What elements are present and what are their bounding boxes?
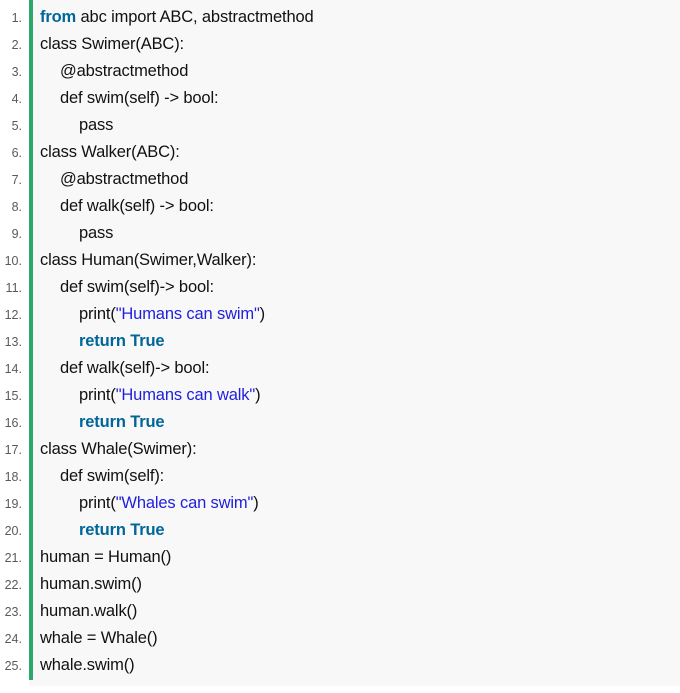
code-token: print( bbox=[79, 386, 116, 404]
keyword-token: return bbox=[79, 521, 126, 539]
code-token: pass bbox=[79, 116, 114, 134]
code-text[interactable]: whale = Whale() bbox=[40, 625, 158, 652]
code-text[interactable]: print("Humans can swim") bbox=[40, 301, 265, 328]
code-token: ) bbox=[259, 305, 266, 323]
string-token: "Humans can walk" bbox=[115, 386, 256, 404]
code-token: abc import ABC, abstractmethod bbox=[76, 8, 314, 26]
string-token: "Humans can swim" bbox=[115, 305, 260, 323]
code-text[interactable]: pass bbox=[40, 112, 113, 139]
code-text[interactable]: def swim(self) -> bool: bbox=[40, 85, 219, 112]
code-token: class Swimer(ABC): bbox=[40, 35, 184, 53]
code-token: @abstractmethod bbox=[60, 170, 189, 188]
code-token: ) bbox=[253, 494, 259, 512]
line-number: 19. bbox=[4, 497, 22, 511]
code-token: whale = Whale() bbox=[40, 629, 158, 647]
code-token: print( bbox=[79, 305, 116, 323]
code-token: def swim(self)-> bool: bbox=[60, 278, 214, 296]
line-number: 4. bbox=[11, 92, 22, 106]
code-text[interactable]: return True bbox=[40, 328, 165, 355]
line-number: 2. bbox=[11, 38, 22, 52]
line-number-gutter bbox=[0, 0, 29, 693]
code-token: class Whale(Swimer): bbox=[40, 440, 197, 458]
line-number: 8. bbox=[11, 200, 22, 214]
code-token: def swim(self) -> bool: bbox=[60, 89, 219, 107]
line-number: 21. bbox=[4, 551, 22, 565]
line-number: 18. bbox=[4, 470, 22, 484]
code-text[interactable]: return True bbox=[40, 409, 165, 436]
code-token: class Human(Swimer,Walker): bbox=[40, 251, 257, 269]
code-text[interactable]: from abc import ABC, abstractmethod bbox=[40, 4, 314, 31]
keyword-token: True bbox=[130, 521, 165, 539]
code-text[interactable]: class Whale(Swimer): bbox=[40, 436, 197, 463]
line-number: 14. bbox=[4, 362, 22, 376]
code-text[interactable]: @abstractmethod bbox=[40, 166, 188, 193]
code-token: class Walker(ABC): bbox=[40, 143, 180, 161]
code-token: def swim(self): bbox=[60, 467, 165, 485]
keyword-token: True bbox=[130, 332, 165, 350]
code-token: def walk(self) -> bool: bbox=[60, 197, 214, 215]
code-text[interactable]: def walk(self)-> bool: bbox=[40, 355, 210, 382]
line-number: 5. bbox=[11, 119, 22, 133]
code-text[interactable]: whale.swim() bbox=[40, 652, 135, 679]
line-number: 13. bbox=[4, 335, 22, 349]
code-text[interactable]: def swim(self)-> bool: bbox=[40, 274, 214, 301]
code-token: def walk(self)-> bool: bbox=[60, 359, 210, 377]
line-number: 9. bbox=[11, 227, 22, 241]
code-text[interactable]: def swim(self): bbox=[40, 463, 164, 490]
code-token: print( bbox=[79, 494, 116, 512]
line-number: 6. bbox=[11, 146, 22, 160]
line-number: 24. bbox=[4, 632, 22, 646]
line-number: 3. bbox=[11, 65, 22, 79]
code-text[interactable]: print("Humans can walk") bbox=[40, 382, 261, 409]
keyword-token: return bbox=[79, 413, 126, 431]
code-text[interactable]: pass bbox=[40, 220, 113, 247]
code-token: pass bbox=[79, 224, 114, 242]
code-text[interactable]: human.walk() bbox=[40, 598, 137, 625]
line-number: 23. bbox=[4, 605, 22, 619]
line-number: 10. bbox=[4, 254, 22, 268]
string-token: "Whales can swim" bbox=[115, 494, 254, 512]
code-text[interactable]: human.swim() bbox=[40, 571, 142, 598]
line-number: 1. bbox=[11, 11, 22, 25]
line-number: 12. bbox=[4, 308, 22, 322]
code-token: human = Human() bbox=[40, 548, 172, 566]
line-number: 15. bbox=[4, 389, 22, 403]
code-token: whale.swim() bbox=[40, 656, 135, 674]
line-number: 25. bbox=[4, 659, 22, 673]
code-text[interactable]: def walk(self) -> bool: bbox=[40, 193, 214, 220]
code-token: human.walk() bbox=[40, 602, 138, 620]
code-text[interactable]: class Human(Swimer,Walker): bbox=[40, 247, 256, 274]
code-text[interactable]: human = Human() bbox=[40, 544, 171, 571]
keyword-token: from bbox=[40, 8, 77, 26]
line-number: 11. bbox=[5, 281, 22, 295]
code-text[interactable]: @abstractmethod bbox=[40, 58, 188, 85]
keyword-token: return bbox=[79, 332, 126, 350]
keyword-token: True bbox=[130, 413, 165, 431]
line-number: 20. bbox=[4, 524, 22, 538]
line-number: 7. bbox=[11, 173, 22, 187]
line-number: 22. bbox=[4, 578, 22, 592]
line-number: 16. bbox=[4, 416, 22, 430]
code-text[interactable]: class Swimer(ABC): bbox=[40, 31, 184, 58]
code-token: @abstractmethod bbox=[60, 62, 189, 80]
code-text[interactable]: class Walker(ABC): bbox=[40, 139, 180, 166]
code-token: ) bbox=[255, 386, 261, 404]
code-token: human.swim() bbox=[40, 575, 142, 593]
line-number: 17. bbox=[4, 443, 22, 457]
code-text[interactable]: return True bbox=[40, 517, 165, 544]
code-accent-bar bbox=[29, 0, 33, 680]
code-text[interactable]: print("Whales can swim") bbox=[40, 490, 259, 517]
